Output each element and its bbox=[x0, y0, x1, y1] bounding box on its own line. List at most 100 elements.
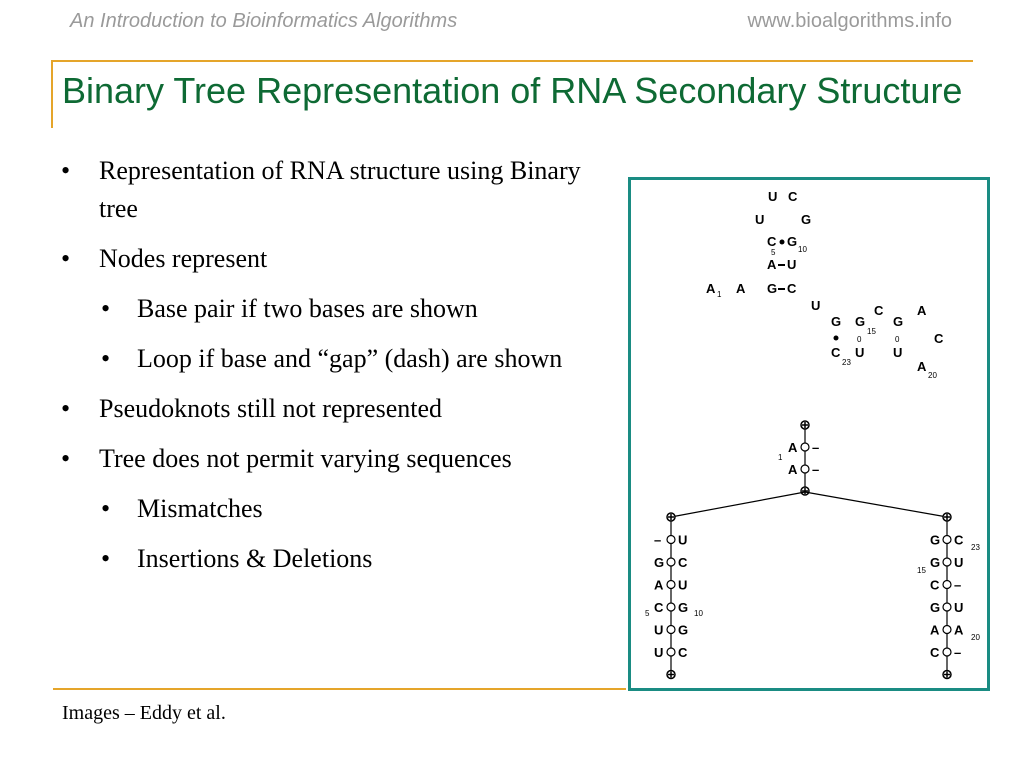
bullet-text: Pseudoknots still not represented bbox=[99, 394, 443, 423]
bullet-text: Mismatches bbox=[137, 494, 263, 523]
bullet-marker: • bbox=[61, 394, 71, 423]
bullet-item: •Tree does not permit varying sequences bbox=[55, 440, 615, 478]
tree-base-left: U bbox=[654, 645, 663, 660]
tree-node bbox=[666, 557, 676, 567]
tree-base-right: C bbox=[678, 645, 688, 660]
header-course-title: An Introduction to Bioinformatics Algori… bbox=[70, 10, 458, 32]
rna-figure-svg: U C U G C 5 G 10 A U A 1 A G C U C A G G… bbox=[645, 189, 980, 680]
tree-node bbox=[666, 534, 676, 545]
tree-node bbox=[800, 442, 810, 452]
base-pair-marker: 0 bbox=[857, 335, 862, 344]
tree-node bbox=[942, 647, 952, 657]
tree-base-left: A bbox=[654, 578, 664, 593]
bullet-list: • Representation of RNA structure using B… bbox=[55, 152, 615, 590]
position-number: 15 bbox=[867, 327, 876, 336]
base-pair-dot bbox=[779, 239, 785, 245]
tree-base-left: A bbox=[930, 623, 940, 638]
tree-base-left: C bbox=[930, 578, 940, 593]
tree-base-left: G bbox=[930, 555, 940, 570]
tree-base-left: A bbox=[788, 440, 798, 455]
title-accent-bar bbox=[51, 60, 53, 128]
tree-base-left: C bbox=[930, 645, 940, 660]
tree-base-right: – bbox=[954, 645, 961, 660]
position-number: 5 bbox=[771, 248, 776, 257]
bullet-marker: • bbox=[101, 494, 111, 523]
tree-base-left: U bbox=[654, 623, 663, 638]
nt-g: G bbox=[787, 234, 797, 249]
position-number: 20 bbox=[928, 371, 937, 380]
sub-bullet-item: • Insertions & Deletions bbox=[55, 540, 615, 578]
tree-node bbox=[666, 624, 676, 635]
tree-base-left: G bbox=[654, 555, 664, 570]
tree-branch-left bbox=[670, 491, 806, 518]
tree-node bbox=[942, 624, 952, 635]
bullet-text: Nodes represent bbox=[99, 244, 268, 273]
tree-node bbox=[666, 647, 676, 657]
tree-base-right: – bbox=[812, 440, 819, 455]
tree-base-right: G bbox=[678, 623, 688, 638]
tree-base-right: A bbox=[954, 623, 964, 638]
nt-c: C bbox=[788, 189, 798, 204]
nt-c: C bbox=[787, 281, 797, 296]
bullet-marker: • bbox=[101, 294, 111, 323]
nt-u: U bbox=[787, 257, 796, 272]
tree-base-left: C bbox=[654, 600, 664, 615]
tree-base-right: C bbox=[678, 555, 688, 570]
bullet-marker: • bbox=[101, 344, 111, 373]
tree-base-left: G bbox=[930, 533, 940, 548]
tree-base-right: G bbox=[678, 600, 688, 615]
nt-a: A bbox=[736, 281, 746, 296]
bullet-marker: • bbox=[101, 544, 111, 573]
position-number: 5 bbox=[645, 609, 650, 618]
nt-g: G bbox=[831, 314, 841, 329]
nt-u: U bbox=[768, 189, 777, 204]
nt-a: A bbox=[917, 303, 927, 318]
bullet-text: Representation of RNA structure using Bi… bbox=[99, 156, 581, 223]
slide-title: Binary Tree Representation of RNA Second… bbox=[62, 70, 963, 111]
tree-base-right: U bbox=[954, 600, 963, 615]
bullet-marker: • bbox=[61, 244, 71, 273]
tree-node bbox=[666, 602, 676, 612]
tree-node bbox=[942, 602, 952, 612]
tree-base-right: U bbox=[678, 578, 687, 593]
tree-base-left: G bbox=[930, 600, 940, 615]
bullet-item: • Nodes represent bbox=[55, 240, 615, 278]
base-pair-marker: 0 bbox=[895, 335, 900, 344]
nt-c: C bbox=[934, 331, 944, 346]
tree-base-right: – bbox=[954, 578, 961, 593]
position-number: 10 bbox=[798, 245, 807, 254]
tree-node bbox=[942, 579, 952, 590]
bullet-marker: • bbox=[61, 444, 71, 473]
position-number: 1 bbox=[778, 453, 783, 462]
tree-base-right: – bbox=[812, 462, 819, 477]
nt-g: G bbox=[855, 314, 865, 329]
bullet-text: Insertions & Deletions bbox=[137, 544, 373, 573]
tree-base-left: A bbox=[788, 462, 798, 477]
nt-g: G bbox=[893, 314, 903, 329]
bullet-text: Loop if base and “gap” (dash) are shown bbox=[137, 344, 563, 373]
nt-u: U bbox=[811, 298, 820, 313]
nt-a: A bbox=[917, 359, 927, 374]
nt-c: C bbox=[831, 345, 841, 360]
bullet-item: • Pseudoknots still not represented bbox=[55, 390, 615, 428]
sub-bullet-item: • Mismatches bbox=[55, 490, 615, 528]
position-number: 10 bbox=[694, 609, 703, 618]
tree-branch-right bbox=[804, 491, 948, 518]
position-number: 1 bbox=[717, 290, 722, 299]
rna-secondary-structure: U C U G C 5 G 10 A U A 1 A G C U C A G G… bbox=[706, 189, 944, 380]
tree-base-right: C bbox=[954, 533, 964, 548]
footer-rule bbox=[53, 688, 626, 690]
position-number: 20 bbox=[971, 633, 980, 642]
nt-u: U bbox=[755, 212, 764, 227]
header-website[interactable]: www.bioalgorithms.info bbox=[747, 10, 952, 32]
bullet-text: Base pair if two bases are shown bbox=[137, 294, 478, 323]
rna-tree-figure: U C U G C 5 G 10 A U A 1 A G C U C A G G… bbox=[628, 177, 990, 691]
sub-bullet-item: • Base pair if two bases are shown bbox=[55, 290, 615, 328]
position-number: 23 bbox=[971, 543, 980, 552]
nt-c: C bbox=[874, 303, 884, 318]
tree-base-right: U bbox=[954, 555, 963, 570]
tree-node bbox=[942, 534, 952, 545]
nt-g: G bbox=[801, 212, 811, 227]
image-credit: Images – Eddy et al. bbox=[62, 702, 226, 724]
